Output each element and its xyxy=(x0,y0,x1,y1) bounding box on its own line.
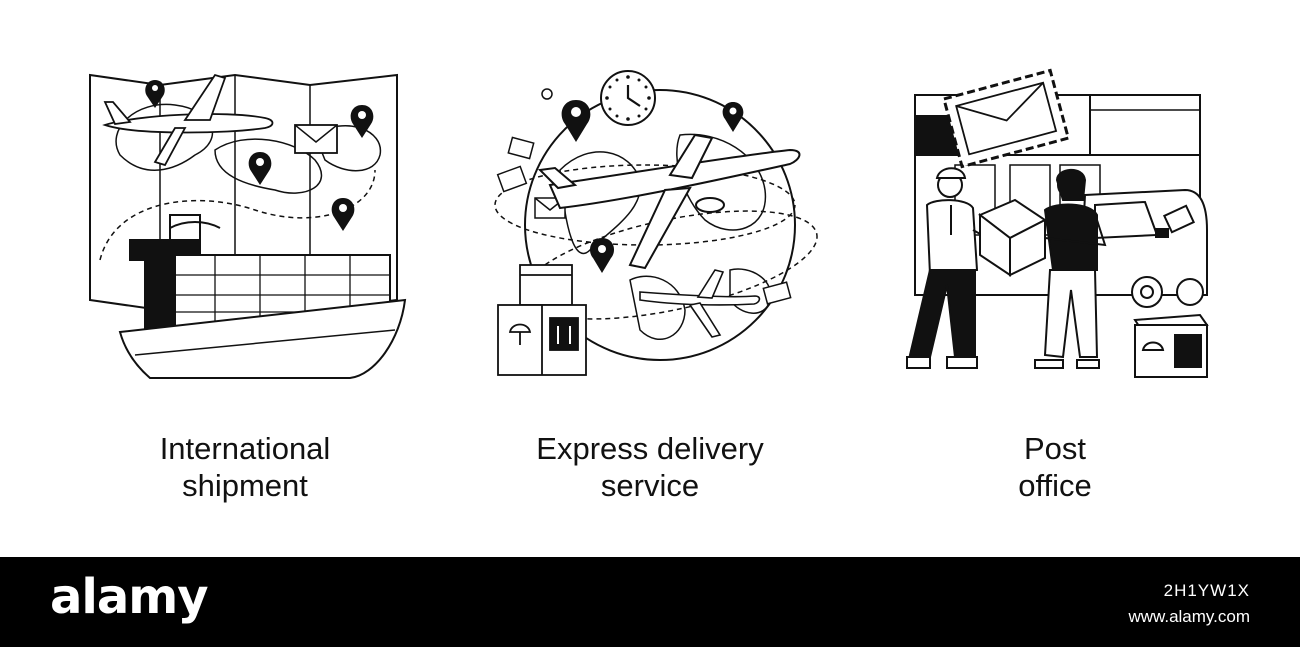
caption-line-2: service xyxy=(600,468,700,503)
ship-map-icon xyxy=(89,73,407,379)
caption-line-1: International xyxy=(159,431,331,466)
image-id: 2H1YW1X xyxy=(1163,581,1250,600)
caption-line-2: shipment xyxy=(182,468,308,503)
post-office-icon xyxy=(906,68,1209,378)
caption-line-1: Post xyxy=(1023,431,1087,466)
panel-post-office: Post office xyxy=(885,60,1225,520)
site-url: www.alamy.com xyxy=(1128,607,1250,626)
globe-plane-icon xyxy=(494,70,818,376)
panel-express-delivery-service: Express delivery service xyxy=(480,60,820,520)
alamy-logo: alamy xyxy=(50,569,209,625)
caption-line-2: office xyxy=(1018,468,1092,503)
caption-line-1: Express delivery xyxy=(536,431,764,466)
footer-banner: alamy 2H1YW1X www.alamy.com xyxy=(0,557,1300,647)
panel-international-shipment: International shipment xyxy=(75,60,415,520)
